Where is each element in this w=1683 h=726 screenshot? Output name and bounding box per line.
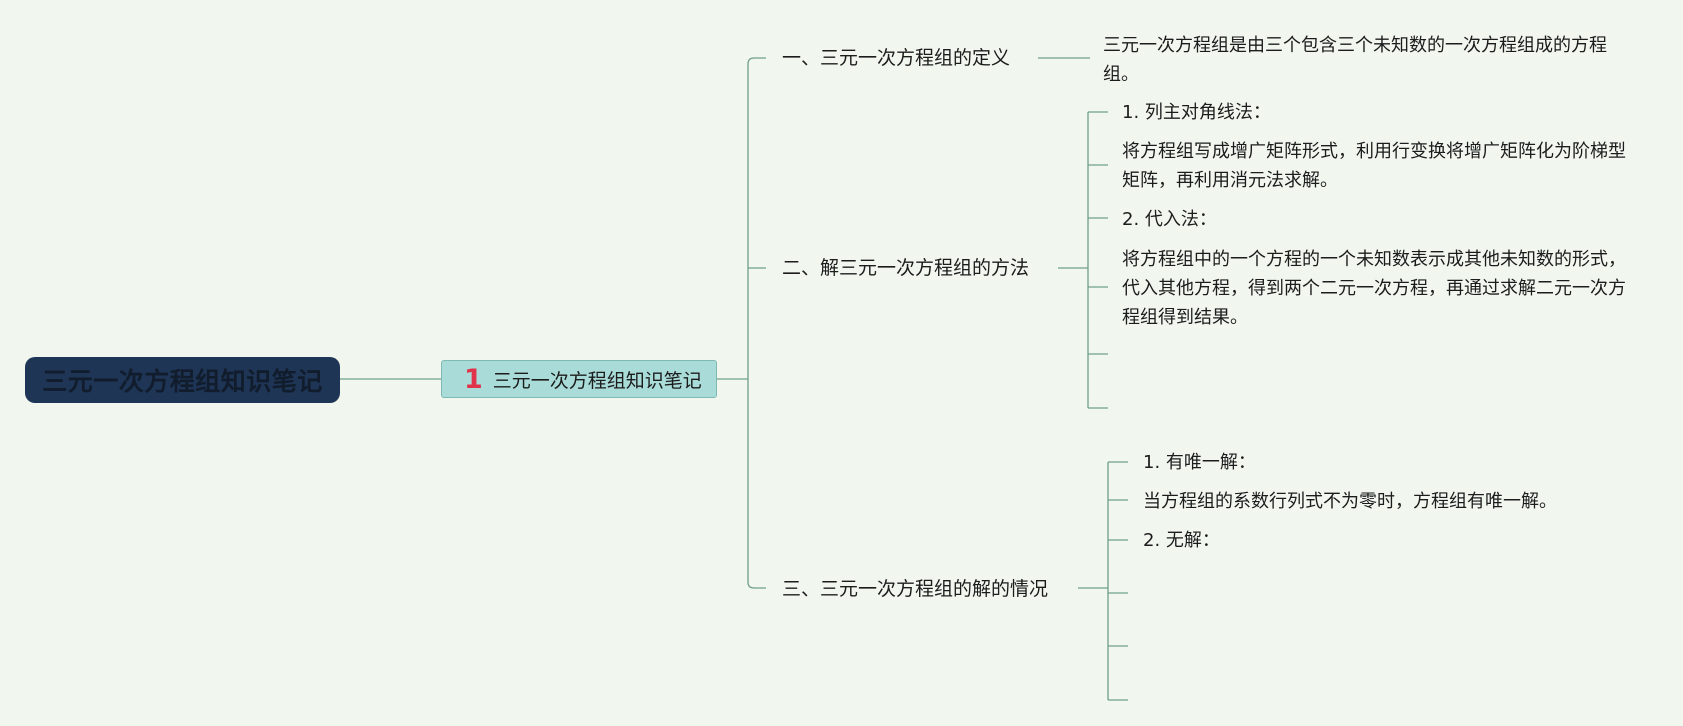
solution-2-title: 2. 无解： — [1143, 530, 1220, 551]
branch-methods[interactable]: 二、解三元一次方程组的方法 — [782, 257, 1030, 279]
root-node[interactable]: 三元一次方程组知识笔记 — [25, 357, 340, 403]
solution-1-text: 当方程组的系数行列式不为零时，方程组有唯一解。 — [1143, 491, 1557, 512]
definition-text: 三元一次方程组是由三个包含三个未知数的一次方程组成的方程组。 — [1103, 35, 1607, 85]
method-1-title: 1. 列主对角线法： — [1122, 102, 1271, 123]
method-2-title: 2. 代入法： — [1122, 209, 1217, 230]
method-1-text: 将方程组写成增广矩阵形式，利用行变换将增广矩阵化为阶梯型矩阵，再利用消元法求解。 — [1122, 141, 1626, 191]
solution-1-title: 1. 有唯一解： — [1143, 452, 1256, 473]
number-badge-icon: 1 — [464, 363, 483, 395]
main-topic-label: 三元一次方程组知识笔记 — [492, 369, 702, 392]
root-title: 三元一次方程组知识笔记 — [42, 367, 323, 396]
main-topic[interactable]: 1 三元一次方程组知识笔记 — [441, 360, 717, 398]
method-2-text: 将方程组中的一个方程的一个未知数表示成其他未知数的形式，代入其他方程，得到两个二… — [1122, 249, 1626, 328]
branch-definition[interactable]: 一、三元一次方程组的定义 — [782, 47, 1011, 69]
branch-solutions[interactable]: 三、三元一次方程组的解的情况 — [782, 578, 1049, 600]
